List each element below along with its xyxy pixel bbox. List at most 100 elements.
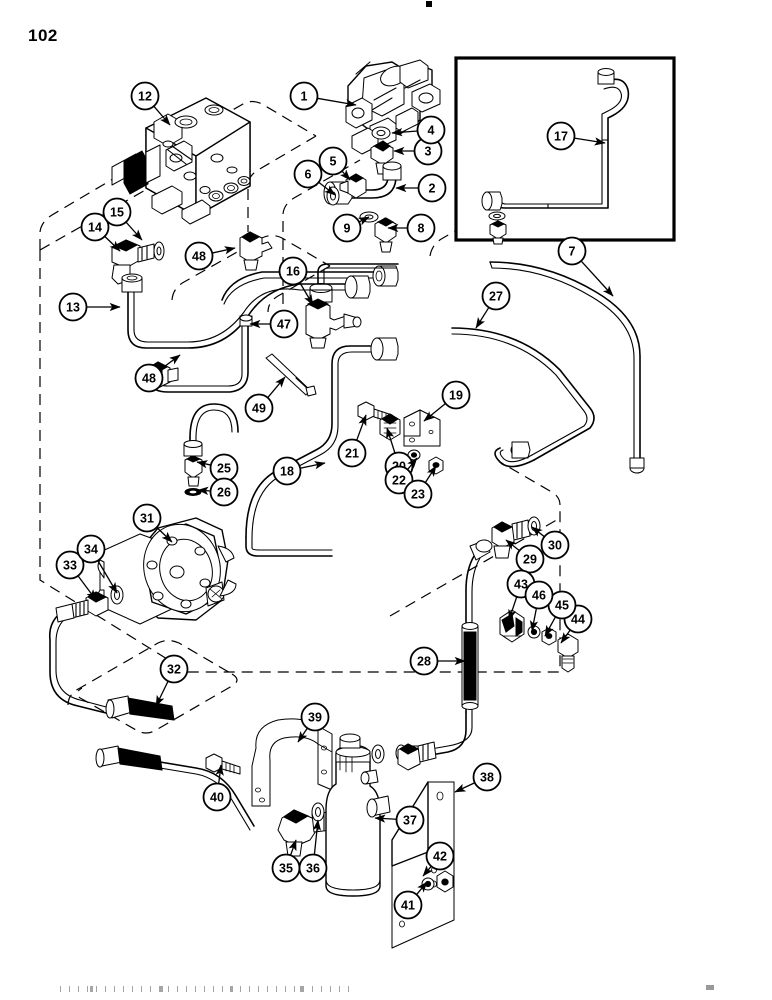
leader-line <box>424 465 437 483</box>
callout-5-fitting[interactable]: 5 <box>318 146 351 181</box>
callout-13-tube[interactable]: 13 <box>58 292 121 322</box>
callout-21-bolt[interactable]: 21 <box>337 414 367 468</box>
callout-bubble[interactable] <box>134 363 164 393</box>
part-12-valve-assembly <box>111 97 251 225</box>
callout-25-connector[interactable]: 25 <box>196 453 239 483</box>
callout-bubble[interactable] <box>80 212 110 242</box>
callout-29-connector[interactable]: 29 <box>505 539 545 574</box>
callout-18-tube[interactable]: 18 <box>272 456 326 486</box>
callout-bubble[interactable] <box>76 534 106 564</box>
callout-14-elbow-fitting[interactable]: 14 <box>80 212 121 252</box>
callout-31-hydraulic-pump[interactable]: 31 <box>132 503 173 543</box>
callout-26-o-ring[interactable]: 26 <box>197 477 239 507</box>
callout-16-tee-fitting[interactable]: 16 <box>278 256 314 306</box>
callout-48-fitting[interactable]: 48 <box>184 241 236 271</box>
callout-bubble[interactable] <box>159 654 189 684</box>
callout-23-nut[interactable]: 23 <box>403 465 437 509</box>
callout-12-valve-assembly[interactable]: 12 <box>130 81 171 126</box>
callout-number: 29 <box>523 553 537 567</box>
callout-bubble[interactable] <box>269 309 299 339</box>
callout-48-fitting[interactable]: 48 <box>134 354 181 393</box>
callout-4-o-ring[interactable]: 4 <box>391 115 446 145</box>
part-29-connector-upper <box>491 519 531 559</box>
callout-bubble[interactable] <box>332 213 362 243</box>
callout-number: 38 <box>480 771 494 785</box>
callout-39-clamp-strap[interactable]: 39 <box>297 702 330 743</box>
leader-line <box>125 221 143 241</box>
part-20-clamp <box>379 413 401 441</box>
callout-bubble[interactable] <box>318 146 348 176</box>
leader-line <box>423 403 446 422</box>
callout-bubble[interactable] <box>393 890 423 920</box>
callout-number: 22 <box>392 474 406 488</box>
callout-27-tube[interactable]: 27 <box>475 281 511 329</box>
callout-33-connector[interactable]: 33 <box>55 550 97 601</box>
callout-2-tube[interactable]: 2 <box>395 173 447 203</box>
callout-1-control-valve-assembly[interactable]: 1 <box>289 81 357 111</box>
part-18-tube <box>245 337 399 557</box>
callout-bubble[interactable] <box>441 380 471 410</box>
callout-bubble[interactable] <box>298 853 328 883</box>
callout-41-washer[interactable]: 41 <box>393 881 428 920</box>
callout-bubble[interactable] <box>209 477 239 507</box>
callout-36-o-ring[interactable]: 36 <box>298 819 328 883</box>
callout-bubble[interactable] <box>293 159 323 189</box>
callout-bubble[interactable] <box>481 281 511 311</box>
callout-bubble[interactable] <box>395 805 425 835</box>
callout-49-pin[interactable]: 49 <box>244 376 286 423</box>
callout-bubble[interactable] <box>300 702 330 732</box>
callout-bubble[interactable] <box>425 841 455 871</box>
callout-bubble[interactable] <box>278 256 308 286</box>
callout-15-o-ring[interactable]: 15 <box>102 197 143 241</box>
callout-bubble[interactable] <box>102 197 132 227</box>
callout-bubble[interactable] <box>337 438 367 468</box>
callout-bubble[interactable] <box>472 762 502 792</box>
callout-28-hose[interactable]: 28 <box>409 646 466 676</box>
callout-number: 40 <box>210 791 224 805</box>
callout-bubble[interactable] <box>409 646 439 676</box>
callout-bubble[interactable] <box>58 292 88 322</box>
callout-number: 16 <box>286 265 300 279</box>
callout-bubble[interactable] <box>403 479 433 509</box>
callout-bubble[interactable] <box>130 81 160 111</box>
part-5-fitting <box>339 173 367 199</box>
callout-46-washer[interactable]: 46 <box>524 580 554 632</box>
callout-bubble[interactable] <box>244 393 274 423</box>
callout-bubble[interactable] <box>202 782 232 812</box>
callout-42-nut[interactable]: 42 <box>422 841 455 877</box>
callout-6-o-ring[interactable]: 6 <box>293 159 336 196</box>
leader-line <box>580 260 614 297</box>
callout-bubble[interactable] <box>524 580 554 610</box>
leader-line <box>312 819 322 855</box>
callout-bubble[interactable] <box>289 81 319 111</box>
callout-19-bracket[interactable]: 19 <box>423 380 471 422</box>
leader-line <box>156 526 173 543</box>
callout-bubble[interactable] <box>132 503 162 533</box>
callout-bubble[interactable] <box>417 173 447 203</box>
callout-9-o-ring[interactable]: 9 <box>332 213 370 243</box>
callout-38-bracket[interactable]: 38 <box>454 762 502 793</box>
callout-bubble[interactable] <box>546 121 576 151</box>
callout-40-bolt[interactable]: 40 <box>202 764 232 812</box>
callout-bubble[interactable] <box>416 115 446 145</box>
leader-line <box>212 246 236 255</box>
callout-30-o-ring[interactable]: 30 <box>531 526 570 560</box>
callout-7-tube[interactable]: 7 <box>557 236 614 297</box>
callout-17-tube-alternate[interactable]: 17 <box>546 121 606 151</box>
callout-32-hose[interactable]: 32 <box>155 654 189 707</box>
callout-47-tube[interactable]: 47 <box>249 309 299 339</box>
callout-bubble[interactable] <box>184 241 214 271</box>
callout-bubble[interactable] <box>55 550 85 580</box>
callout-bubble[interactable] <box>540 530 570 560</box>
callout-bubble[interactable] <box>515 544 545 574</box>
callout-34-o-ring[interactable]: 34 <box>76 534 118 594</box>
leader-line <box>97 560 118 594</box>
callout-bubble[interactable] <box>557 236 587 266</box>
callout-bubble[interactable] <box>406 213 436 243</box>
callout-37-filter[interactable]: 37 <box>374 805 425 835</box>
part-1-control-valve-assembly <box>345 59 441 155</box>
callout-bubble[interactable] <box>272 456 302 486</box>
callout-8-connector[interactable]: 8 <box>387 213 436 243</box>
callout-number: 28 <box>417 655 431 669</box>
